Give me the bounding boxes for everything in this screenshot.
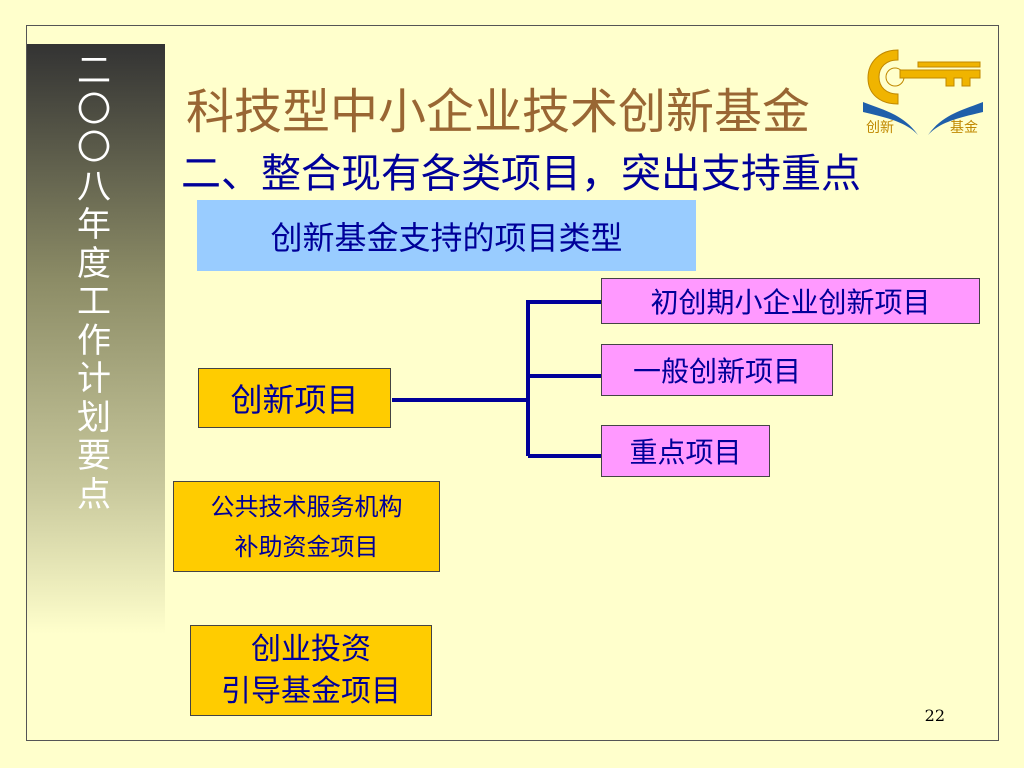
- side-char: 度: [77, 243, 111, 284]
- venture-capital-line-1: 创业投资: [251, 631, 371, 667]
- section-label-box: 创新基金支持的项目类型: [197, 200, 696, 271]
- logo-text-left: 创新: [866, 120, 894, 136]
- side-char: 作: [77, 320, 111, 361]
- key-project-label: 重点项目: [629, 436, 742, 469]
- venture-capital-line-2: 引导基金项目: [221, 673, 401, 709]
- side-char: 年: [77, 205, 111, 245]
- side-char: 点: [77, 474, 111, 515]
- side-char: 〇: [77, 89, 111, 130]
- page-number: 22: [924, 706, 945, 725]
- key-logo-icon: 创新 基金: [863, 49, 983, 136]
- innovation-projects-label: 创新项目: [230, 381, 359, 419]
- slide-title: 科技型中小企业技术创新基金: [186, 84, 811, 140]
- key-project-box: 重点项目: [601, 425, 770, 477]
- side-char: 二: [77, 51, 111, 91]
- side-char: 工: [77, 282, 111, 322]
- general-project-box: 一般创新项目: [601, 344, 833, 396]
- logo-text-right: 基金: [950, 119, 978, 136]
- side-vertical-text: 二 〇 〇 八 年 度 工 作 计 划 要 点: [72, 52, 116, 514]
- public-service-line-1: 公共技术服务机构: [210, 492, 403, 521]
- side-char: 要: [77, 436, 111, 476]
- side-gradient-band: [27, 44, 165, 634]
- general-project-label: 一般创新项目: [632, 355, 801, 388]
- public-service-box: 公共技术服务机构 补助资金项目: [173, 481, 440, 572]
- section-label: 创新基金支持的项目类型: [270, 218, 623, 257]
- innovation-projects-box: 创新项目: [198, 368, 391, 428]
- slide-frame: [26, 25, 999, 741]
- startup-project-label: 初创期小企业创新项目: [650, 286, 931, 319]
- side-char: 八: [77, 166, 111, 207]
- startup-project-box: 初创期小企业创新项目: [601, 278, 980, 324]
- venture-capital-box: 创业投资 引导基金项目: [190, 625, 432, 716]
- side-char: 划: [77, 397, 111, 438]
- side-char: 计: [77, 359, 111, 399]
- slide-subtitle: 二、整合现有各类项目，突出支持重点: [181, 151, 861, 197]
- public-service-line-2: 补助资金项目: [234, 532, 379, 561]
- side-char: 〇: [77, 128, 111, 168]
